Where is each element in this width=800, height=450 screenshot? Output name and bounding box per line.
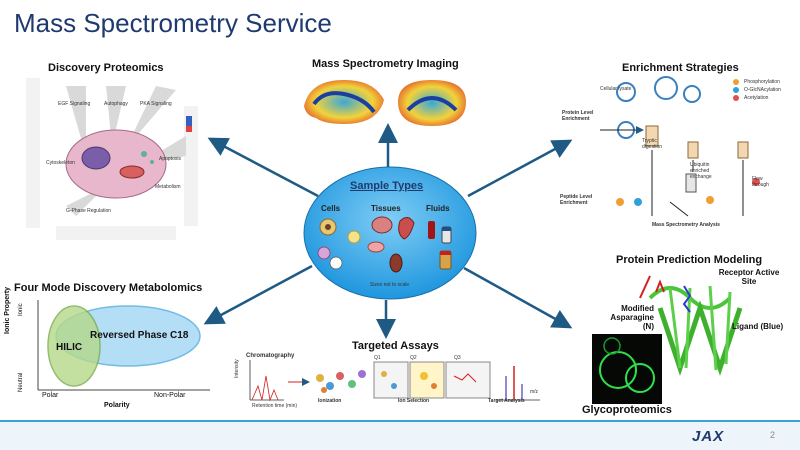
peptide-level-label: Peptide Level Enrichment <box>560 194 593 206</box>
glyco-microscopy-image <box>592 334 662 404</box>
kidney-icon <box>389 253 403 273</box>
ionization-label: Ionization <box>318 398 342 404</box>
target-analysis-label: Target Analysis <box>488 398 525 404</box>
cell-icon-2 <box>317 246 331 260</box>
arrow-to-enrichment <box>467 139 573 198</box>
page-number: 2 <box>770 430 776 440</box>
mz-label: m/z <box>530 389 539 395</box>
footer-bar <box>0 420 800 450</box>
q3-label: Q3 <box>454 355 461 361</box>
targeted-workflow-figure <box>249 360 540 402</box>
metabolism-label: Metabolism <box>155 184 181 190</box>
jax-logo: JAX <box>692 428 725 445</box>
protein-structure-figure <box>648 279 743 376</box>
msi-title: Mass Spectrometry Imaging <box>312 58 459 70</box>
ligand-label: Ligand (Blue) <box>732 322 784 331</box>
brain-slice-coronal <box>398 80 466 126</box>
x-left-label: Polar <box>42 392 59 399</box>
y-bottom-label: Neutral <box>18 372 24 392</box>
ppm-title: Protein Prediction Modeling <box>616 254 763 266</box>
metabolomics-title: Four Mode Discovery Metabolomics <box>14 282 203 294</box>
discovery-proteomics-figure <box>26 76 198 240</box>
lung-icon <box>367 241 385 253</box>
glyco-title: Glycoproteomics <box>582 404 672 416</box>
msi-figure <box>304 80 466 126</box>
sample-types-title: Sample Types <box>350 180 424 192</box>
gphase-label: G-Phase Regulation <box>66 208 112 214</box>
egf-label: EGF Signaling <box>58 101 91 107</box>
tissues-label: Tissues <box>371 204 401 213</box>
metabolomics-diagram <box>37 300 210 391</box>
receptor-label: Receptor Active Site <box>718 268 780 286</box>
enrichment-title: Enrichment Strategies <box>622 62 739 74</box>
flow-label: Flow through <box>752 176 769 188</box>
targeted-title: Targeted Assays <box>352 340 439 352</box>
msa-label: Mass Spectrometry Analysis <box>652 222 720 228</box>
modified-label: Modified Asparagine (N) <box>610 304 654 331</box>
legend-phospho: Phosphorylation <box>744 79 780 85</box>
legend-glcnac: O-GlcNAcylation <box>744 87 781 93</box>
heart-icon <box>398 217 415 240</box>
cell-lysate-label: Cellular lysate <box>600 86 632 92</box>
modified-asparagine-marker <box>639 275 651 299</box>
discovery-proteomics-title: Discovery Proteomics <box>48 62 164 74</box>
rp-label: Reversed Phase C18 <box>90 330 189 341</box>
arrow-to-ppm <box>463 266 573 329</box>
fluids-label: Fluids <box>426 204 450 213</box>
q2-label: Q2 <box>410 355 417 361</box>
neuron-icon <box>347 230 361 244</box>
footer-line <box>0 420 800 422</box>
apoptosis-label: Apoptosis <box>159 156 181 162</box>
arrow-to-metabolomics <box>203 264 313 325</box>
chromatography-label: Chromatography <box>246 353 295 359</box>
sample-types-diagram <box>303 166 477 300</box>
q1-label: Q1 <box>374 355 381 361</box>
blood-tube-icon <box>428 221 435 239</box>
enrichment-figure <box>600 76 760 217</box>
hilic-ellipse <box>47 305 101 387</box>
intensity-label: Intensity <box>234 359 240 378</box>
x-axis-label: Polarity <box>104 402 130 409</box>
ion-selection-label: Ion Selection <box>398 398 430 404</box>
cytoskeleton-label: Cytoskeleton <box>46 160 75 166</box>
brain-slice-sagittal <box>304 80 384 124</box>
pka-label: PKA Signaling <box>140 101 172 107</box>
y-axis-label: Ionic Property <box>4 286 11 334</box>
tryptic-label: Tryptic digestion <box>642 138 663 150</box>
hilic-label: HILIC <box>56 342 83 353</box>
retention-label: Retention time (min) <box>252 403 298 409</box>
autophagy-label: Autophagy <box>104 101 128 107</box>
brain-icon <box>371 216 393 234</box>
page-title: Mass Spectrometry Service <box>14 8 332 38</box>
exchange-label: Ubiquitin enriched exchange <box>690 162 712 180</box>
legend-acetyl: Acetylation <box>744 95 769 101</box>
cell-icon-3 <box>329 256 343 270</box>
cells-label: Cells <box>321 204 341 213</box>
arrow-to-discovery-proteomics <box>207 137 319 198</box>
y-top-label: Ionic <box>18 303 24 316</box>
sample-types-ellipse <box>303 166 477 300</box>
protein-level-label: Protein Level Enrichment <box>562 110 594 122</box>
x-right-label: Non-Polar <box>154 392 186 399</box>
scale-note: Sizes not to scale <box>370 282 410 288</box>
